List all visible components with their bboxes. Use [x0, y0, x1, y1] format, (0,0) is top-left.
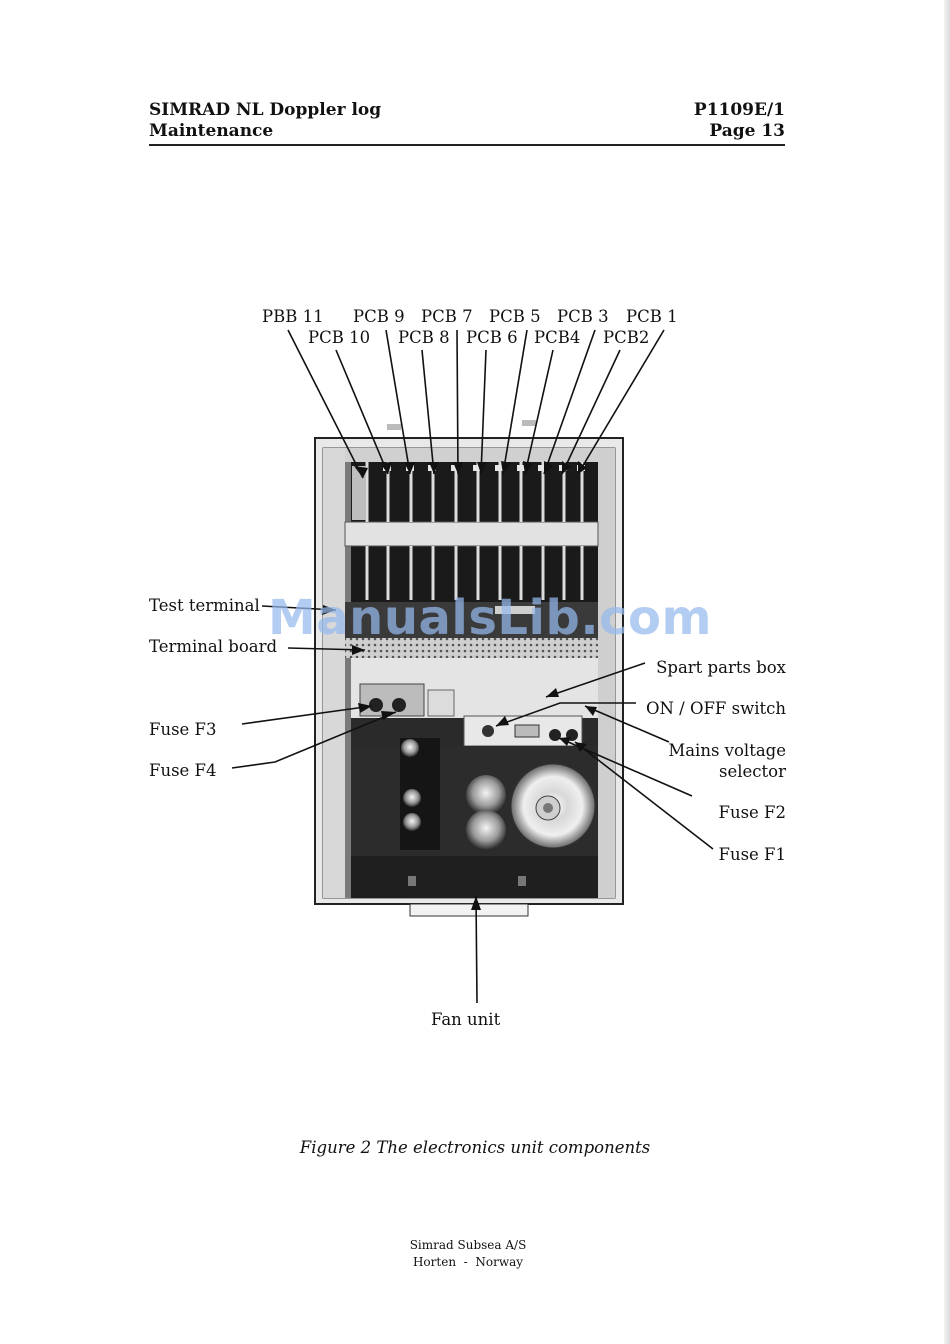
- label-pcb1: PCB 1: [626, 307, 678, 326]
- page-edge: [944, 0, 950, 1344]
- label-pcb3: PCB 3: [557, 307, 609, 326]
- label-test-terminal: Test terminal: [149, 596, 260, 615]
- label-spare-parts-box: Spart parts box: [656, 658, 786, 677]
- watermark: ManualsLib.com: [268, 590, 712, 646]
- label-terminal-board: Terminal board: [149, 637, 278, 656]
- label-fuse-f1: Fuse F1: [718, 845, 787, 864]
- page-footer: Simrad Subsea A/S Horten - Norway: [0, 1237, 936, 1271]
- label-fuse-f4: Fuse F4: [149, 761, 217, 780]
- leader-lines: [231, 329, 714, 1004]
- label-pcb4: PCB4: [534, 328, 581, 347]
- label-pcb8: PCB 8: [398, 328, 450, 347]
- cabinet: [314, 420, 624, 917]
- document-number: P1109E/1: [693, 100, 785, 120]
- label-pcb9: PCB 9: [353, 307, 405, 326]
- label-on-off-switch: ON / OFF switch: [645, 699, 786, 718]
- header-right: P1109E/1 Page 13: [694, 100, 785, 142]
- label-mains-voltage-selector: selector: [719, 762, 786, 781]
- label-pcb7: PCB 7: [421, 307, 473, 326]
- label-fan-unit: Fan unit: [431, 1010, 501, 1029]
- label-mains-voltage: Mains voltage: [668, 741, 786, 760]
- label-pbb11: PBB 11: [262, 307, 324, 326]
- footer-location: Horten - Norway: [412, 1255, 524, 1269]
- label-pcb10: PCB 10: [308, 328, 371, 347]
- page-number: Page 13: [709, 121, 785, 141]
- document-title: SIMRAD NL Doppler log: [149, 100, 382, 120]
- arrowheads: [322, 461, 597, 910]
- section-title: Maintenance: [149, 121, 274, 141]
- header-rule: [149, 144, 785, 146]
- label-fuse-f3: Fuse F3: [149, 720, 217, 739]
- label-fuse-f2: Fuse F2: [718, 803, 787, 822]
- figure-caption: Figure 2 The electronics unit components: [299, 1138, 651, 1157]
- footer-company: Simrad Subsea A/S: [409, 1238, 527, 1252]
- label-pcb2: PCB2: [603, 328, 650, 347]
- header-left: SIMRAD NL Doppler log Maintenance: [149, 100, 381, 142]
- label-pcb5: PCB 5: [489, 307, 541, 326]
- label-pcb6: PCB 6: [466, 328, 518, 347]
